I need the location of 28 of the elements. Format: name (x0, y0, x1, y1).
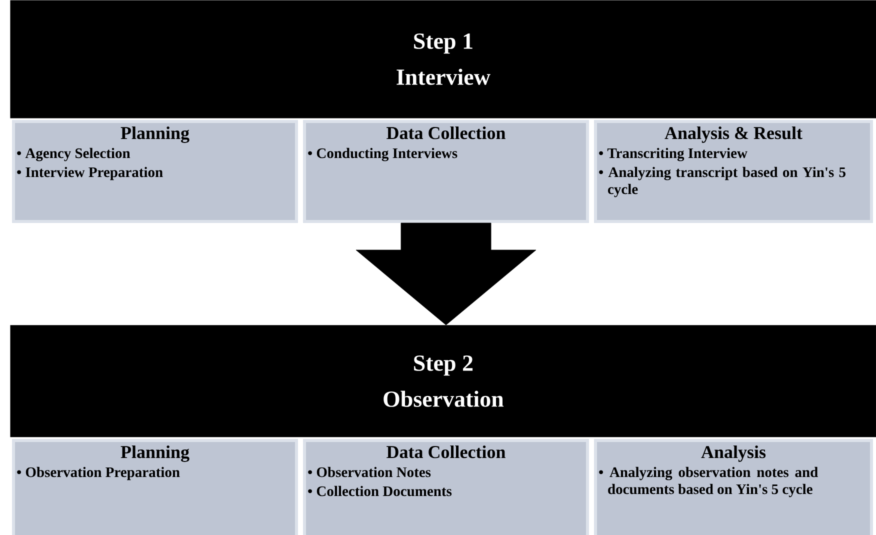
heading: Observation (384, 390, 504, 407)
step-band (10, 325, 876, 438)
heading: Analysis (701, 445, 766, 462)
bullet-item: • Analyzing transcript based on Yin's 5 cycle (599, 166, 846, 198)
bullet-item: • Observation Preparation (17, 466, 180, 480)
arrow (356, 222, 536, 326)
heading: Planning (120, 126, 190, 143)
bullet-item: • Transcriting Interview (599, 148, 748, 162)
heading: Data Collection (386, 126, 506, 140)
phase-box (594, 438, 873, 535)
phase-box (594, 120, 873, 223)
heading: Interview (396, 68, 490, 85)
bullet-item: • Conducting Interviews (308, 148, 458, 162)
bullet-item: • Agency Selection (17, 148, 130, 162)
step-band (10, 0, 876, 118)
phase-box (12, 438, 298, 535)
phase-box (303, 438, 589, 535)
phase-box (12, 120, 298, 223)
heading: Analysis & Result (664, 126, 802, 143)
bullet-item: • Observation Notes (308, 466, 431, 478)
heading: Step 2 (414, 355, 473, 376)
heading: Data Collection (386, 445, 506, 458)
bullet-item: • Interview Preparation (17, 166, 163, 180)
bullet-item: • Collection Documents (308, 486, 452, 496)
phase-box (303, 120, 589, 223)
heading: Planning (120, 445, 190, 462)
bullet-item: • Analyzing observation notes and documents based on Yin's 5 cycle (599, 466, 818, 498)
heading: Step 1 (414, 33, 472, 54)
